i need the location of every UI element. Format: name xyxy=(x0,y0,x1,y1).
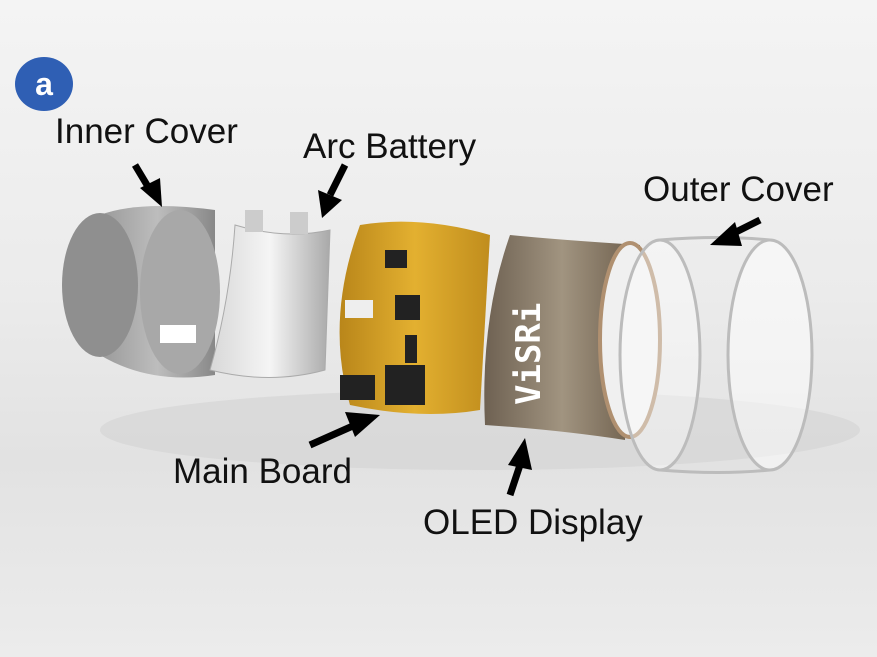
label-oled-display: OLED Display xyxy=(423,503,643,542)
arrows xyxy=(131,163,762,497)
inner-cover-part xyxy=(62,206,220,378)
label-inner-cover: Inner Cover xyxy=(55,112,238,151)
oled-display-part: ViSRi xyxy=(484,235,662,440)
main-board-part xyxy=(339,221,490,414)
panel-label-badge: a xyxy=(15,57,73,111)
shadow xyxy=(100,390,860,470)
outer-cover-part xyxy=(618,236,814,474)
label-main-board: Main Board xyxy=(173,452,352,491)
arc-battery-part xyxy=(209,210,331,378)
label-arc-battery: Arc Battery xyxy=(303,127,477,166)
oled-screen-text: ViSRi xyxy=(509,303,549,405)
label-outer-cover: Outer Cover xyxy=(643,170,834,209)
